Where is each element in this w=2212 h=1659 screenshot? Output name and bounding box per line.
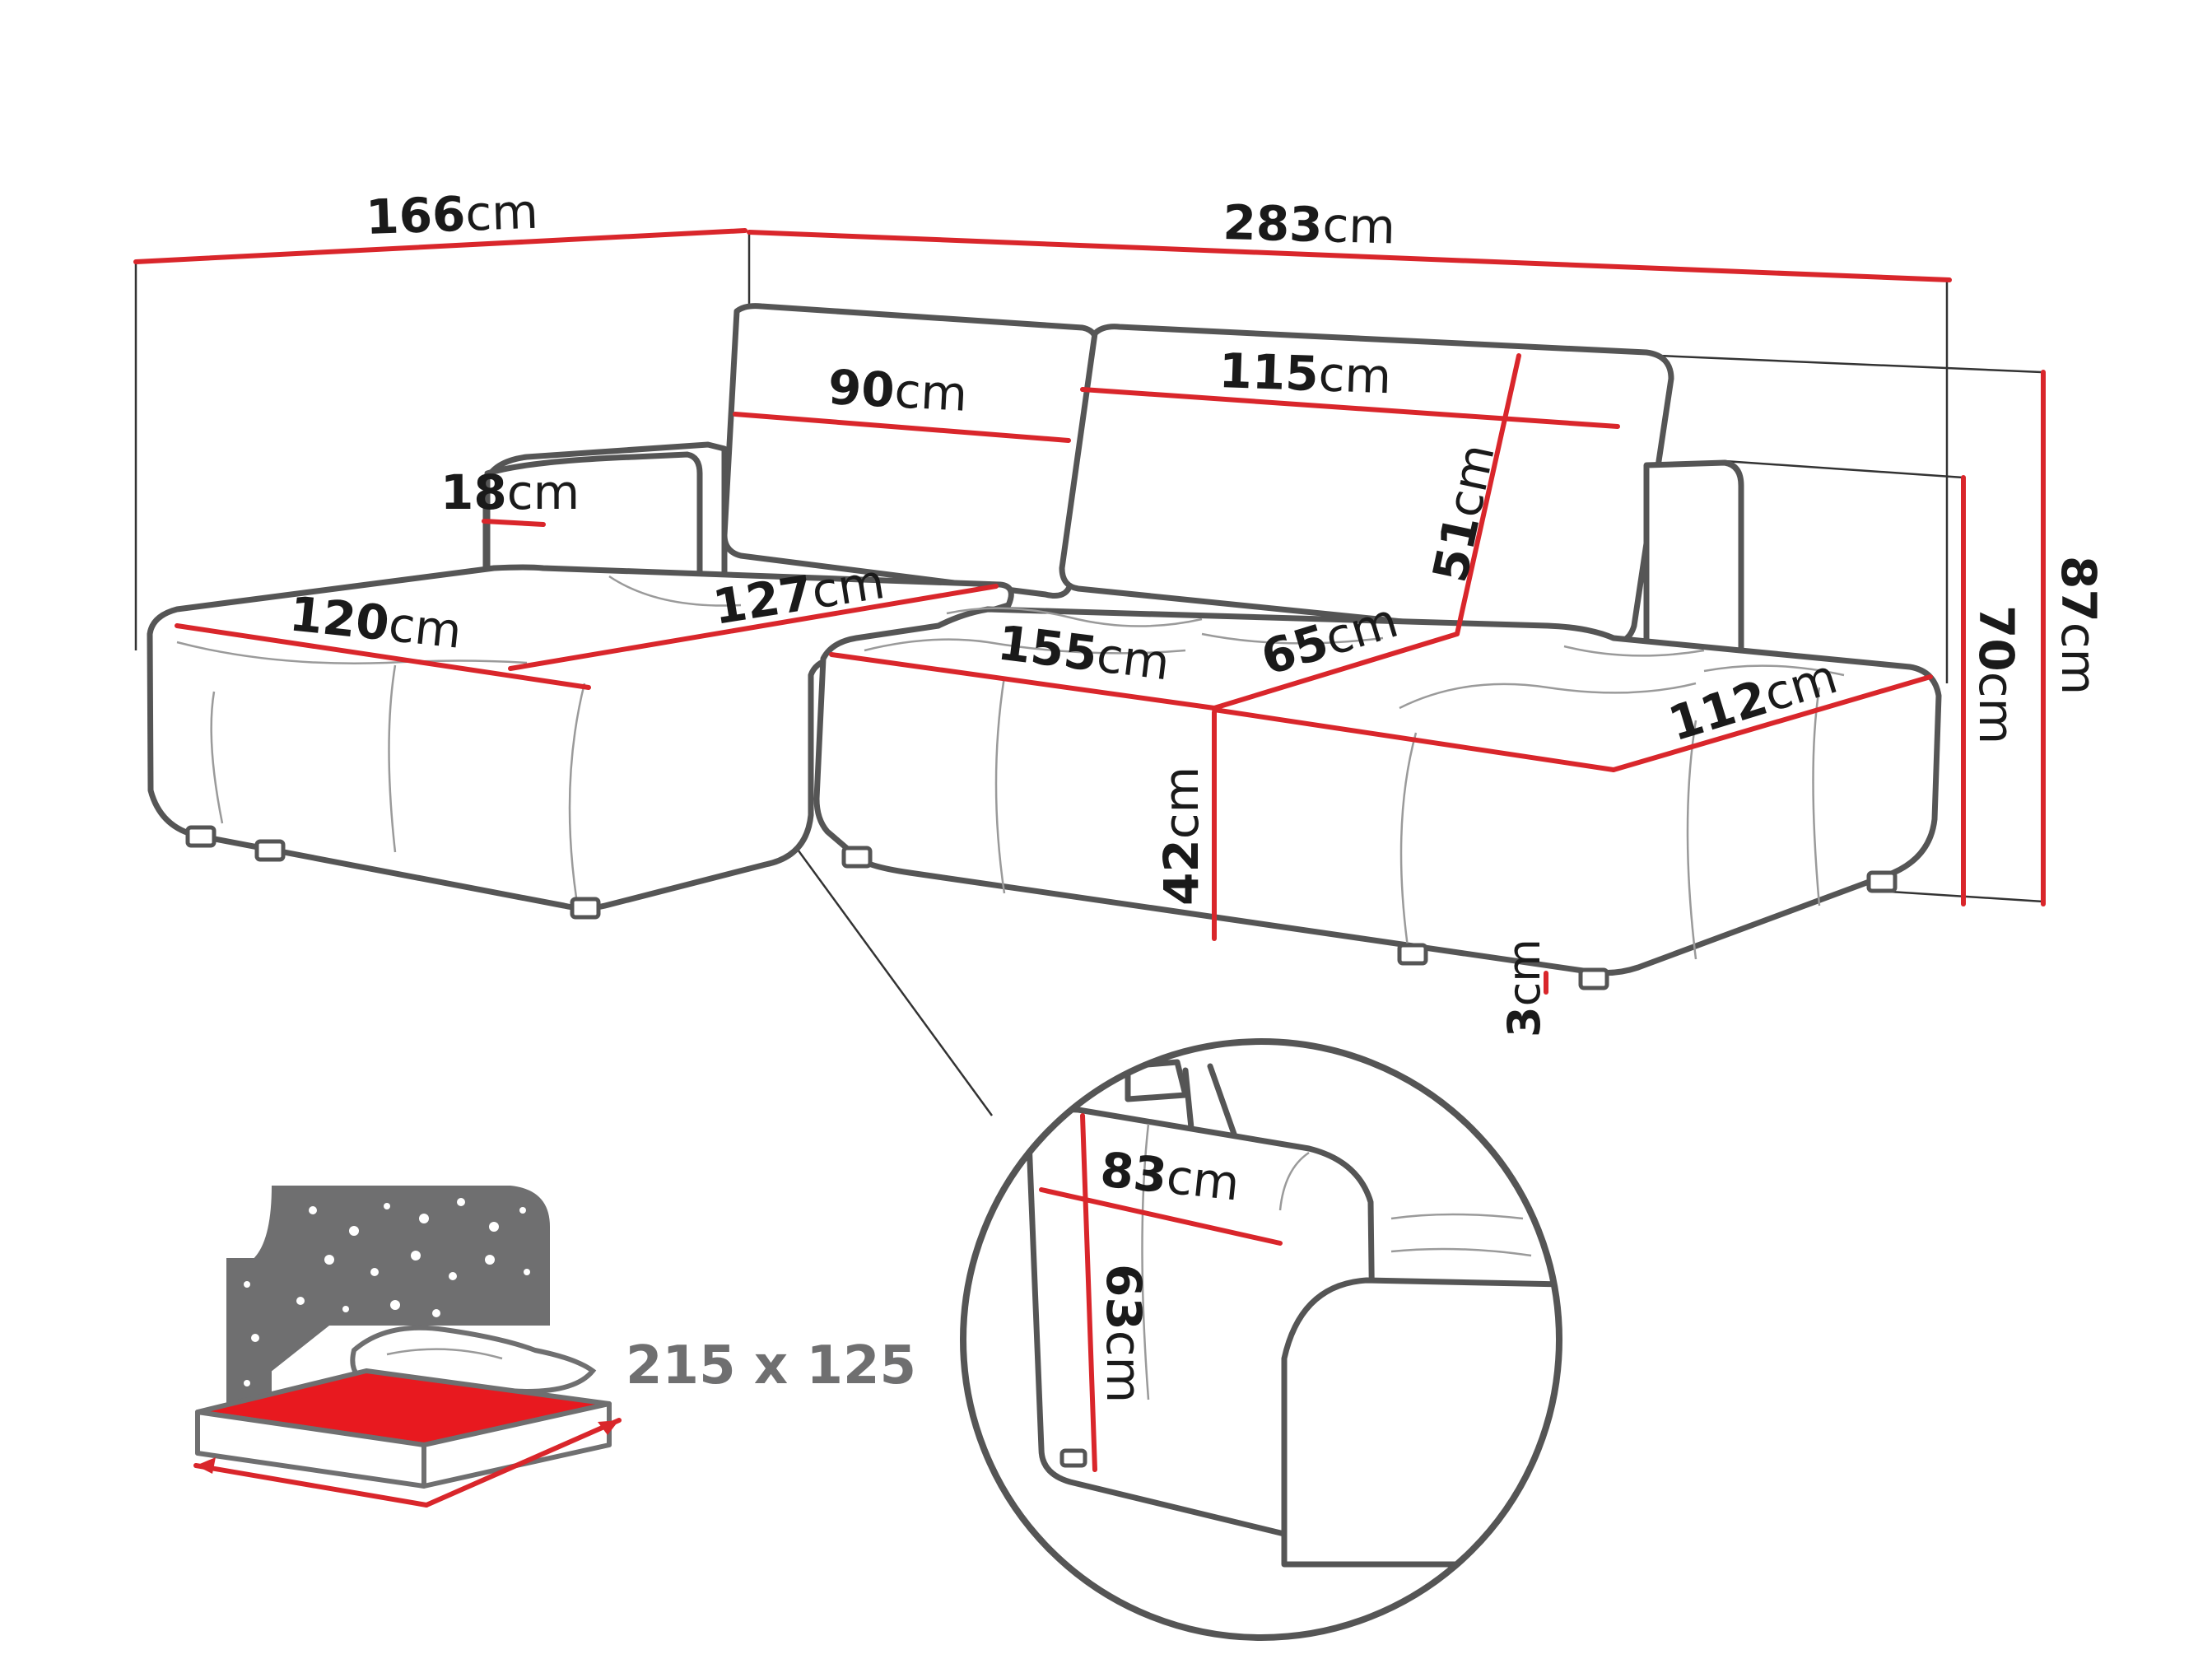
detail-magnifier-icon: 83cm 63cm — [960, 1038, 1562, 1641]
sofa-outline-icon — [147, 303, 1942, 990]
sleeping-area-icon: 215 x 125 — [193, 1186, 916, 1508]
sleeping-area-size: 215 x 125 — [626, 1335, 916, 1396]
label-63: 63cm — [1096, 1264, 1152, 1403]
star-pattern — [244, 1198, 530, 1386]
label-87: 87cm — [2051, 556, 2107, 695]
label-166: 166cm — [365, 184, 539, 245]
label-18: 18cm — [440, 464, 580, 520]
label-115: 115cm — [1218, 343, 1393, 404]
label-70: 70cm — [1968, 605, 2024, 744]
label-120: 120cm — [287, 585, 464, 659]
label-3: 3cm — [1498, 939, 1550, 1037]
label-90: 90cm — [827, 359, 968, 422]
label-42: 42cm — [1153, 767, 1209, 906]
label-83: 83cm — [1098, 1141, 1242, 1211]
dimension-lines — [133, 228, 2046, 995]
label-283: 283cm — [1222, 194, 1396, 254]
label-155: 155cm — [994, 614, 1172, 691]
